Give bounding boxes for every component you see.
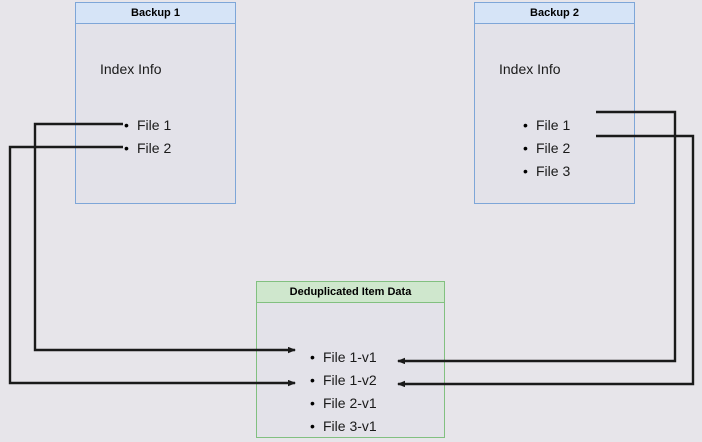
node-deduplicated-item-data[interactable]: Deduplicated Item Data File 1-v1 File 1-… xyxy=(256,281,445,438)
node-backup-1-header: Backup 1 xyxy=(76,3,235,24)
node-backup-1[interactable]: Backup 1 Index Info File 1 File 2 xyxy=(75,2,236,204)
node-backup-2-body: Index Info File 1 File 2 File 3 xyxy=(475,24,634,203)
node-deduplicated-item-data-header: Deduplicated Item Data xyxy=(257,282,444,303)
node-backup-2-section-label: Index Info xyxy=(499,61,561,77)
list-item: File 2-v1 xyxy=(310,392,377,415)
node-backup-1-section-label: Index Info xyxy=(100,61,162,77)
list-item: File 2 xyxy=(124,137,171,160)
node-backup-1-body: Index Info File 1 File 2 xyxy=(76,24,235,203)
list-item: File 1-v2 xyxy=(310,369,377,392)
list-item: File 1-v1 xyxy=(310,346,377,369)
list-item: File 2 xyxy=(523,137,570,160)
node-backup-2[interactable]: Backup 2 Index Info File 1 File 2 File 3 xyxy=(474,2,635,204)
node-backup-2-header: Backup 2 xyxy=(475,3,634,24)
node-backup-2-file-list: File 1 File 2 File 3 xyxy=(520,114,570,183)
list-item: File 1 xyxy=(124,114,171,137)
list-item: File 1 xyxy=(523,114,570,137)
list-item: File 3-v1 xyxy=(310,415,377,438)
node-backup-1-file-list: File 1 File 2 xyxy=(121,114,171,160)
node-deduplicated-item-data-body: File 1-v1 File 1-v2 File 2-v1 File 3-v1 xyxy=(257,303,444,438)
node-deduplicated-item-data-file-list: File 1-v1 File 1-v2 File 2-v1 File 3-v1 xyxy=(307,346,377,438)
list-item: File 3 xyxy=(523,160,570,183)
